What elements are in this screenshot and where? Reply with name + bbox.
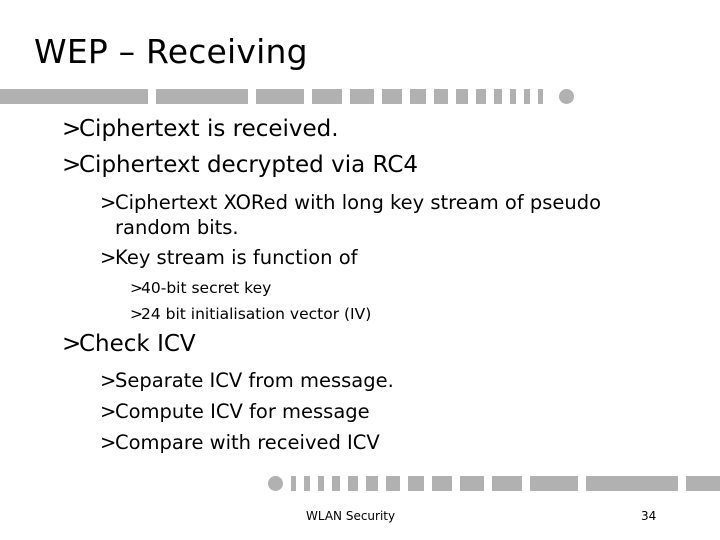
bottom-bar-gap — [452, 476, 460, 491]
bullet-marker-icon: > — [130, 305, 143, 323]
bullet-item-level-1: >Ciphertext is received. — [62, 116, 682, 143]
bottom-bar-segment — [386, 476, 400, 491]
bottom-bar-gap — [283, 476, 291, 491]
footer-label: WLAN Security — [306, 509, 396, 523]
top-bar-gap — [148, 89, 156, 104]
bottom-bar-gap — [522, 476, 530, 491]
bullet-item-level-2: >Separate ICV from message. — [100, 368, 645, 393]
bullet-text: Key stream is function of — [115, 246, 358, 269]
bottom-bar-segment — [432, 476, 452, 491]
top-bar-gap — [342, 89, 350, 104]
bullet-marker-icon: > — [130, 279, 143, 297]
bottom-bar-gap — [324, 476, 332, 491]
bottom-bar-gap — [484, 476, 492, 491]
page-title: WEP – Receiving — [34, 32, 308, 71]
bullet-marker-icon: > — [100, 369, 117, 392]
bullet-marker-icon: > — [62, 152, 82, 178]
decorative-bar-bottom — [268, 476, 720, 491]
top-bar-segment — [494, 89, 502, 104]
decorative-bar-top — [0, 89, 574, 104]
top-bar-segment — [382, 89, 402, 104]
bullet-item-level-2: >Compute ICV for message — [100, 399, 645, 424]
bullet-text: Separate ICV from message. — [115, 369, 394, 392]
bullet-item-level-2: >Compare with received ICV — [100, 430, 645, 455]
bottom-bar-gap — [358, 476, 366, 491]
bullet-marker-icon: > — [100, 400, 117, 423]
top-bar-gap — [486, 89, 494, 104]
top-bar-segment — [0, 89, 148, 104]
bullet-item-level-1: >Ciphertext decrypted via RC4 — [62, 152, 682, 179]
top-bar-gap — [468, 89, 476, 104]
bottom-bar-segment — [408, 476, 424, 491]
top-bar-segment — [410, 89, 426, 104]
bullet-text: 24 bit initialisation vector (IV) — [141, 305, 372, 323]
top-bar-gap — [551, 89, 559, 104]
top-bar-segment — [350, 89, 374, 104]
bottom-bar-segment — [332, 476, 340, 491]
bottom-bar-gap — [378, 476, 386, 491]
page-number: 34 — [641, 509, 657, 523]
top-bar-dot-icon — [559, 89, 574, 104]
bullet-marker-icon: > — [100, 191, 117, 214]
bullet-item-level-2: >Ciphertext XORed with long key stream o… — [100, 190, 645, 240]
bottom-bar-gap — [310, 476, 318, 491]
bottom-bar-segment — [291, 476, 296, 491]
bullet-item-level-3: >40-bit secret key — [130, 277, 630, 299]
bottom-bar-gap — [400, 476, 408, 491]
top-bar-segment — [256, 89, 304, 104]
bottom-bar-segment — [586, 476, 678, 491]
bottom-bar-segment — [530, 476, 578, 491]
bullet-marker-icon: > — [62, 331, 82, 357]
top-bar-segment — [510, 89, 516, 104]
top-bar-segment — [156, 89, 248, 104]
top-bar-gap — [516, 89, 524, 104]
bottom-bar-segment — [366, 476, 378, 491]
bottom-bar-gap — [296, 476, 304, 491]
bullet-item-level-2: >Key stream is function of — [100, 245, 645, 270]
bottom-bar-gap — [578, 476, 586, 491]
bottom-bar-gap — [424, 476, 432, 491]
bullet-text: Check ICV — [79, 331, 196, 357]
bottom-bar-gap — [340, 476, 348, 491]
bottom-bar-segment — [686, 476, 720, 491]
bottom-bar-segment — [492, 476, 522, 491]
bullet-text: Ciphertext decrypted via RC4 — [79, 152, 419, 178]
top-bar-gap — [374, 89, 382, 104]
bullet-marker-icon: > — [62, 116, 82, 142]
bullet-text: Compute ICV for message — [115, 400, 370, 423]
bullet-marker-icon: > — [100, 431, 117, 454]
bullet-text: Ciphertext is received. — [79, 116, 339, 142]
top-bar-segment — [434, 89, 448, 104]
top-bar-segment — [476, 89, 486, 104]
top-bar-segment — [456, 89, 468, 104]
top-bar-segment — [538, 89, 543, 104]
bullet-item-level-3: >24 bit initialisation vector (IV) — [130, 303, 630, 325]
top-bar-gap — [304, 89, 312, 104]
bottom-bar-segment — [318, 476, 324, 491]
bullet-marker-icon: > — [100, 246, 117, 269]
bullet-item-level-1: >Check ICV — [62, 331, 682, 358]
top-bar-gap — [502, 89, 510, 104]
bottom-bar-segment — [460, 476, 484, 491]
bottom-bar-segment — [304, 476, 310, 491]
top-bar-gap — [530, 89, 538, 104]
bottom-bar-segment — [348, 476, 358, 491]
bottom-bar-gap — [678, 476, 686, 491]
top-bar-gap — [448, 89, 456, 104]
bullet-text: 40-bit secret key — [141, 279, 272, 297]
top-bar-gap — [402, 89, 410, 104]
top-bar-gap — [543, 89, 551, 104]
bullet-text: Ciphertext XORed with long key stream of… — [115, 191, 602, 239]
top-bar-segment — [312, 89, 342, 104]
bottom-bar-dot-icon — [268, 476, 283, 491]
top-bar-gap — [426, 89, 434, 104]
bullet-text: Compare with received ICV — [115, 431, 380, 454]
top-bar-gap — [248, 89, 256, 104]
top-bar-segment — [524, 89, 530, 104]
